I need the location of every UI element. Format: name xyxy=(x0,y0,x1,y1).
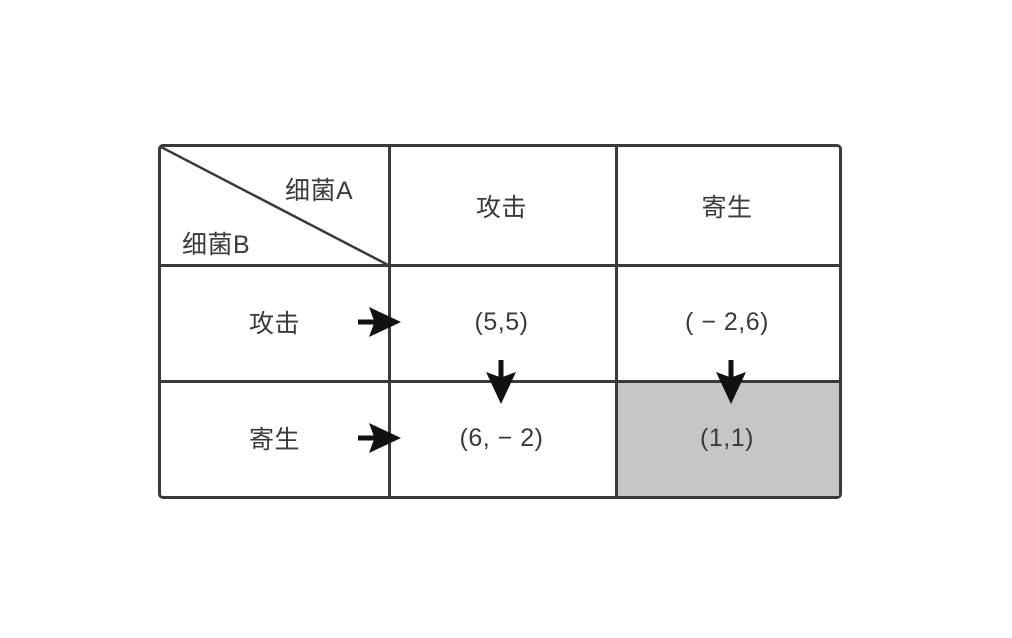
payoff-cell-parasite-parasite: (1,1) xyxy=(615,380,839,496)
payoff-value-parasite-parasite: (1,1) xyxy=(700,423,754,452)
column-divider-2 xyxy=(615,147,618,496)
column-header-attack: 攻击 xyxy=(388,147,615,264)
payoff-matrix-table: 细菌A 细菌B 攻击 寄生 攻击 寄生 (5,5) ( − 2,6) (6, −… xyxy=(158,144,842,499)
column-header-attack-label: 攻击 xyxy=(475,193,527,222)
column-player-label: 细菌A xyxy=(285,177,354,205)
row-header-parasite: 寄生 xyxy=(161,380,388,496)
payoff-value-attack-parasite: ( − 2,6) xyxy=(685,307,769,336)
row-header-parasite-label: 寄生 xyxy=(248,426,300,454)
row-player-label: 细菌B xyxy=(182,231,251,259)
payoff-cell-parasite-attack: (6, − 2) xyxy=(388,380,615,496)
column-header-parasite-label: 寄生 xyxy=(701,193,753,222)
payoff-cell-attack-attack: (5,5) xyxy=(388,264,615,380)
column-header-parasite: 寄生 xyxy=(615,147,839,264)
row-header-attack-label: 攻击 xyxy=(248,310,300,338)
payoff-cell-attack-parasite: ( − 2,6) xyxy=(615,264,839,380)
matrix-corner-cell: 细菌A 细菌B xyxy=(161,147,391,267)
payoff-value-attack-attack: (5,5) xyxy=(474,307,529,336)
payoff-value-parasite-attack: (6, − 2) xyxy=(459,423,544,452)
row-header-attack: 攻击 xyxy=(161,264,388,380)
row-divider-1 xyxy=(161,264,839,267)
